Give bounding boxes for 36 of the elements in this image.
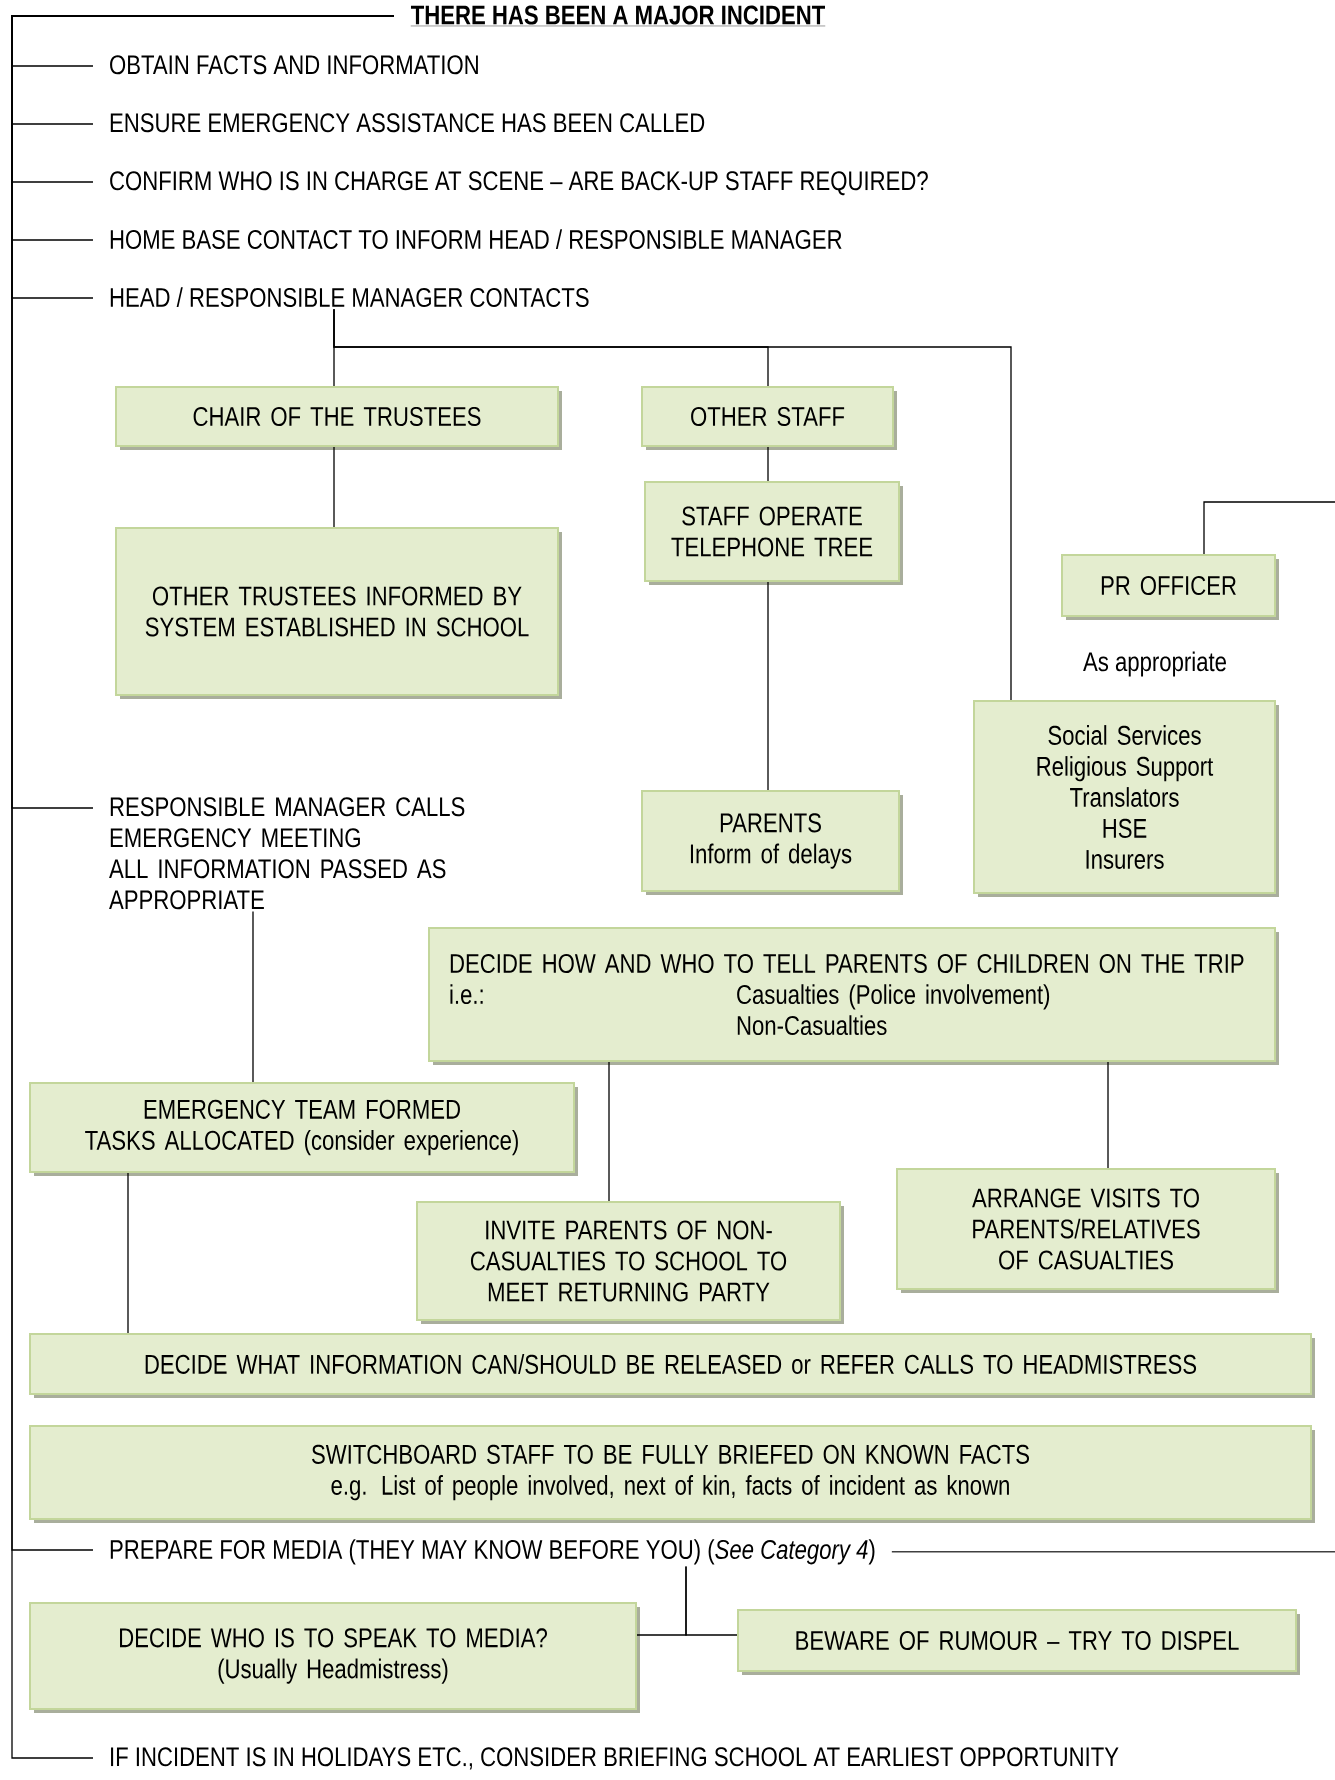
step-text: OBTAIN FACTS AND INFORMATION bbox=[110, 55, 478, 75]
step-text: HEAD / RESPONSIBLE MANAGER CONTACTS bbox=[110, 287, 589, 308]
connector-line bbox=[1107, 1061, 1109, 1169]
process-box: CHAIR OF THE TRUSTEES bbox=[115, 386, 562, 450]
connector-line bbox=[333, 308, 1012, 701]
connector-line bbox=[608, 1061, 610, 1202]
process-box: PR OFFICER bbox=[1061, 554, 1279, 620]
connector-line bbox=[891, 1551, 1335, 1553]
connector-line bbox=[333, 446, 335, 528]
process-box: DECIDE WHO IS TO SPEAK TO MEDIA? (Usually Headmistress) bbox=[29, 1602, 640, 1713]
process-box: DECIDE WHAT INFORMATION CAN/SHOULD BE RELEASED or REFER CALLS TO HEADMISTRESS bbox=[29, 1333, 1315, 1398]
process-box: OTHER STAFF bbox=[641, 386, 897, 450]
step-text: RESPONSIBLE MANAGER CALLS EMERGENCY MEETING ALL INFORMATION PASSED AS APPROPRIATE bbox=[109, 797, 465, 910]
step-text: CONFIRM WHO IS IN CHARGE AT SCENE – ARE BACK-UP STAFF REQUIRED? bbox=[110, 171, 928, 196]
connector-line bbox=[685, 1565, 738, 1636]
connector-line bbox=[767, 446, 769, 482]
heading: THERE HAS BEEN A MAJOR INCIDENT bbox=[410, 5, 826, 27]
process-box: INVITE PARENTS OF NON-CASUALTIES TO SCHOOL TO MEET RETURNING PARTY bbox=[416, 1201, 844, 1324]
process-box: OTHER TRUSTEES INFORMED BY SYSTEM ESTABLISHED IN SCHOOL bbox=[115, 527, 562, 699]
process-box: Social Services Religious Support Translators HSE Insurers bbox=[973, 700, 1279, 897]
process-box: SWITCHBOARD STAFF TO BE FULLY BRIEFED ON KNOWN FACTS e.g. List of people involved, next of kin, facts of incident as known bbox=[29, 1425, 1315, 1523]
connector-line bbox=[252, 910, 254, 1083]
step-text: IF INCIDENT IS IN HOLIDAYS ETC., CONSIDER BRIEFING SCHOOL AT EARLIEST OPPORTUNITY bbox=[111, 1747, 1119, 1770]
process-box: EMERGENCY TEAM FORMED TASKS ALLOCATED (consider experience) bbox=[29, 1082, 578, 1176]
step-text: HOME BASE CONTACT TO INFORM HEAD / RESPONSIBLE MANAGER bbox=[110, 229, 842, 250]
process-box: DECIDE HOW AND WHO TO TELL PARENTS OF CHILDREN ON THE TRIP i.e.: Casualties (Police involvement) Non-Casualties bbox=[428, 927, 1279, 1065]
step-text: ENSURE EMERGENCY ASSISTANCE HAS BEEN CALLED bbox=[110, 113, 705, 133]
step-text: PREPARE FOR MEDIA (THEY MAY KNOW BEFORE YOU) (See Category 4) bbox=[110, 1539, 875, 1565]
process-box: ARRANGE VISITS TO PARENTS/RELATIVES OF CASUALTIES bbox=[896, 1168, 1279, 1293]
process-box: PARENTS Inform of delays bbox=[641, 790, 903, 895]
connector-line bbox=[1203, 501, 1335, 555]
process-box: BEWARE OF RUMOUR – TRY TO DISPEL bbox=[737, 1609, 1300, 1675]
connector-line bbox=[767, 581, 769, 791]
caption-text: As appropriate bbox=[1083, 651, 1226, 677]
connector-line bbox=[127, 1172, 129, 1334]
process-box: STAFF OPERATE TELEPHONE TREE bbox=[644, 481, 903, 585]
